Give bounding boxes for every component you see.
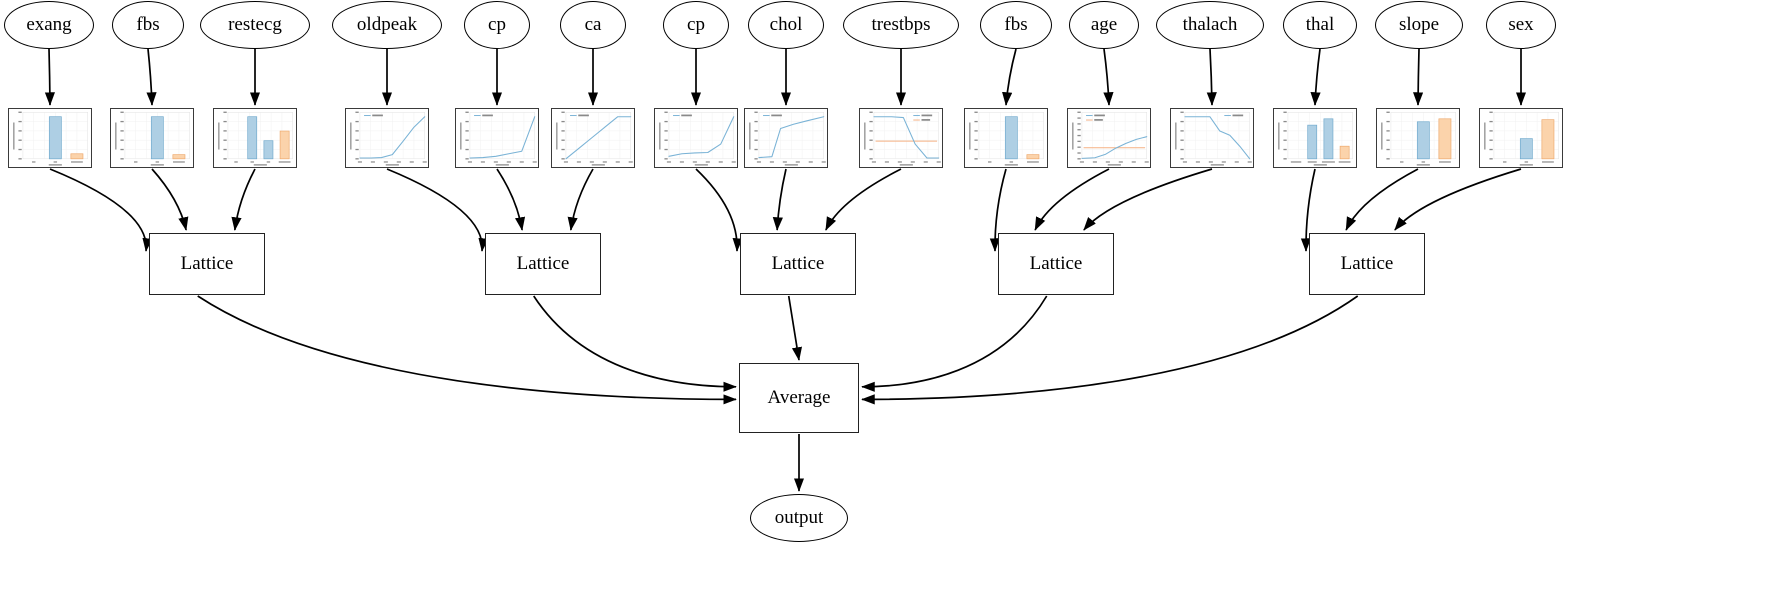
input-node-thalach[interactable]: thalach [1156, 1, 1264, 49]
input-node-chol[interactable]: chol [748, 1, 824, 49]
lattice-node-label: Lattice [516, 253, 570, 274]
lattice-node-4[interactable]: Lattice [1309, 233, 1425, 295]
lattice-node-2[interactable]: Lattice [740, 233, 856, 295]
calibrator-plot-restecg [213, 108, 297, 168]
input-node-label: cp [687, 14, 705, 35]
input-node-label: sex [1508, 14, 1534, 35]
input-node-exang[interactable]: exang [4, 1, 94, 49]
input-node-label: slope [1398, 14, 1440, 35]
input-node-label: fbs [136, 14, 160, 35]
input-node-cp[interactable]: cp [663, 1, 729, 49]
lattice-node-1[interactable]: Lattice [485, 233, 601, 295]
calibrator-plot-fbs [964, 108, 1048, 168]
input-node-restecg[interactable]: restecg [200, 1, 310, 49]
input-node-sex[interactable]: sex [1486, 1, 1556, 49]
input-node-age[interactable]: age [1069, 1, 1139, 49]
input-node-label: oldpeak [356, 14, 418, 35]
lattice-node-label: Lattice [1029, 253, 1083, 274]
input-node-label: thal [1305, 14, 1335, 35]
lattice-node-label: Lattice [771, 253, 825, 274]
input-node-label: ca [584, 14, 602, 35]
input-node-ca[interactable]: ca [560, 1, 626, 49]
input-node-label: trestbps [871, 14, 931, 35]
calibrator-plot-oldpeak [345, 108, 429, 168]
input-node-oldpeak[interactable]: oldpeak [332, 1, 442, 49]
input-node-thal[interactable]: thal [1283, 1, 1357, 49]
input-node-label: thalach [1182, 14, 1238, 35]
input-node-label: exang [26, 14, 72, 35]
average-node-label: Average [767, 387, 831, 408]
output-node[interactable]: output [750, 494, 848, 542]
input-node-fbs[interactable]: fbs [112, 1, 184, 49]
input-node-label: cp [488, 14, 506, 35]
output-node-label: output [774, 507, 824, 528]
calibrator-plot-exang [8, 108, 92, 168]
calibrator-plot-chol [744, 108, 828, 168]
input-node-label: fbs [1004, 14, 1028, 35]
calibrator-plot-trestbps [859, 108, 943, 168]
calibrator-plot-sex [1479, 108, 1563, 168]
calibrator-plot-cp [654, 108, 738, 168]
input-node-fbs[interactable]: fbs [980, 1, 1052, 49]
input-node-trestbps[interactable]: trestbps [843, 1, 959, 49]
calibrator-plot-age [1067, 108, 1151, 168]
input-node-label: age [1090, 14, 1118, 35]
lattice-node-0[interactable]: Lattice [149, 233, 265, 295]
lattice-node-3[interactable]: Lattice [998, 233, 1114, 295]
calibrator-plot-slope [1376, 108, 1460, 168]
calibrator-plot-ca [551, 108, 635, 168]
input-node-slope[interactable]: slope [1375, 1, 1463, 49]
average-node[interactable]: Average [739, 363, 859, 433]
calibrator-plot-thalach [1170, 108, 1254, 168]
input-node-label: restecg [228, 14, 282, 35]
calibrator-plot-cp [455, 108, 539, 168]
calibrator-plot-fbs [110, 108, 194, 168]
input-node-label: chol [769, 14, 803, 35]
calibrator-plot-thal [1273, 108, 1357, 168]
lattice-node-label: Lattice [1340, 253, 1394, 274]
lattice-node-label: Lattice [180, 253, 234, 274]
input-node-cp[interactable]: cp [464, 1, 530, 49]
